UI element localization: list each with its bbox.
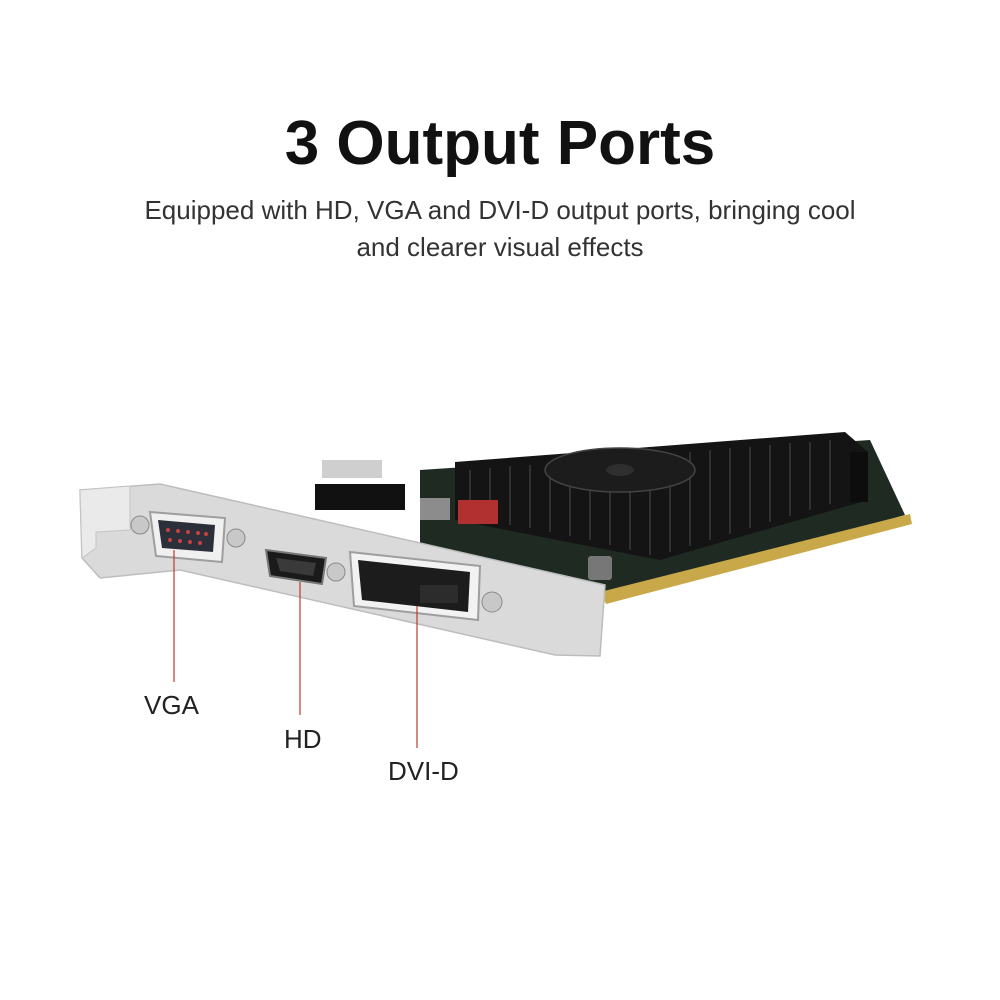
headline: 3 Output Ports [284, 109, 716, 178]
heatsink [455, 432, 868, 560]
hd-label: HD [284, 724, 322, 754]
dvi-d-label: DVI-D [388, 756, 459, 786]
components [315, 460, 612, 580]
callout-lines [173, 550, 418, 748]
subtitle: Equipped with HD, VGA and DVI-D output p… [144, 195, 856, 262]
vga-label: VGA [144, 690, 199, 720]
gold-contacts [600, 514, 912, 604]
graphics-card-illustration [79, 432, 912, 748]
dvi-port [326, 550, 503, 622]
hd-port [264, 548, 328, 586]
vga-port [130, 510, 246, 564]
